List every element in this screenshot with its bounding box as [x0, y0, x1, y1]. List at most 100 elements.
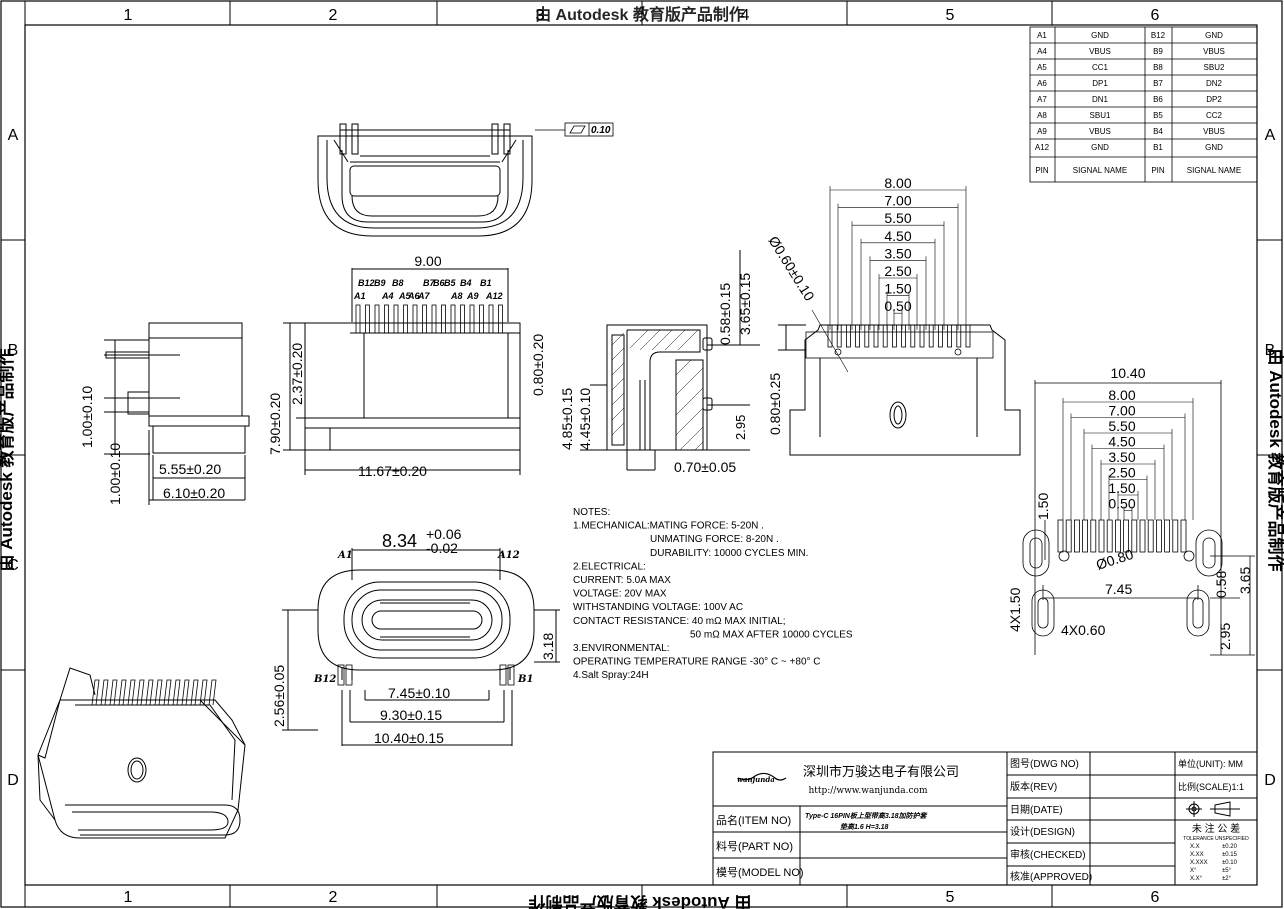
- front-label-a12: A12: [497, 550, 520, 561]
- side-view-dims: 1.00±0.10 1.00±0.10 5.55±0.20 6.10±0.20: [79, 386, 225, 505]
- fp-pad: [1098, 519, 1105, 553]
- pin-table-cell: GND: [1205, 143, 1223, 152]
- fp-hole: Ø0.80: [1094, 546, 1135, 573]
- footprint-dim-text: 8.007.005.504.503.502.501.500.50: [1108, 387, 1135, 512]
- pin-table-cell: VBUS: [1089, 127, 1111, 136]
- note-line: WITHSTANDING VOLTAGE: 100V AC: [573, 602, 743, 613]
- front-opening: 8.34: [382, 531, 417, 551]
- col-label-4: 4: [741, 7, 750, 24]
- pin-table-cell: B4: [1153, 127, 1163, 136]
- note-line: 2.ELECTRICAL:: [573, 561, 646, 572]
- col-label-3: 3: [536, 7, 545, 24]
- end-pin: [919, 324, 925, 348]
- tolerance-sub: TOLERANCE UNSPECIFIED: [1183, 836, 1249, 842]
- note-line: UNMATING FORCE: 8-20N .: [650, 534, 779, 545]
- end-peg-left: [834, 348, 842, 356]
- watermark-bottom: 由 Autodesk 教育版产品制作: [529, 893, 752, 909]
- fp-dim-value: 5.50: [1108, 418, 1135, 434]
- label-model-no: 模号(MODEL NO): [716, 866, 804, 879]
- top-pin: [441, 304, 446, 334]
- row-label-a: A: [8, 127, 19, 144]
- pin-table-cell: DN1: [1092, 95, 1109, 104]
- label-checked: 审核(CHECKED): [1010, 848, 1086, 861]
- dim-section-c: 0.58±0.15: [717, 283, 733, 345]
- view-side: [104, 322, 250, 505]
- dim-side-a: 1.00±0.10: [79, 386, 95, 448]
- end-pin: [882, 324, 888, 348]
- pin-table-cell: A7: [1037, 95, 1047, 104]
- top-pin: [412, 304, 418, 334]
- pin-label-b1: B1: [480, 278, 492, 288]
- frame-labels: 1 2 3 4 5 6 1 2 5 6 A B C D A B D: [7, 7, 1276, 906]
- dim-side-c: 5.55±0.20: [159, 461, 221, 477]
- row-label-d-right: D: [1264, 772, 1276, 789]
- tol-value: ±0.20: [1222, 844, 1238, 850]
- pin-label-b6: B6: [433, 278, 445, 288]
- footprint-labels: 10.40 1.50 Ø0.80 7.45 4X1.50 4X0.60 0.58…: [1007, 365, 1253, 650]
- front-view-pins: [337, 664, 515, 686]
- tol-key: X.X: [1190, 844, 1200, 850]
- top-view-dims: 7.90±0.20 2.37±0.20 0.80±0.20 11.67±0.20: [267, 334, 546, 479]
- pin-label-a5: A5: [398, 291, 411, 301]
- pin-table-cell: A5: [1037, 63, 1047, 72]
- end-pin: [956, 324, 962, 348]
- fp-dim-value: 0.50: [1108, 496, 1135, 512]
- front-view-labels: 8.34 +0.06 -0.02 A1 A12 B12 B1 2.56±0.05…: [271, 526, 556, 746]
- fp-dim-150: 1.50: [1035, 493, 1051, 520]
- dim-section-d: 3.65±0.15: [737, 273, 753, 335]
- iso-pin: [100, 679, 109, 706]
- pin-table-cell: GND: [1091, 31, 1109, 40]
- iso-pin: [145, 679, 154, 706]
- front-label-a1: A1: [337, 550, 353, 561]
- fp-dim-value: 4.50: [1108, 434, 1135, 450]
- top-pin: [479, 304, 484, 334]
- note-line: CONTACT RESISTANCE: 40 mΩ MAX INITIAL;: [573, 616, 786, 627]
- col-label-2: 2: [329, 7, 338, 24]
- pin-table-header: SIGNAL NAME: [1187, 166, 1241, 175]
- watermark-left: 由 Autodesk 教育版产品制作: [0, 349, 16, 572]
- tol-value: ±2°: [1222, 876, 1232, 882]
- fp-pad: [1057, 519, 1064, 553]
- pin-table-cell: DN2: [1206, 79, 1223, 88]
- pin-table-cell: B7: [1153, 79, 1163, 88]
- footprint-pads: [1057, 519, 1187, 553]
- pin-table: [1029, 26, 1258, 183]
- pin-label-b7: B7: [423, 278, 435, 288]
- end-pin: [901, 324, 906, 348]
- pin-table-cell: A9: [1037, 127, 1047, 136]
- top-pin: [469, 304, 475, 334]
- top-view-labels: 9.00 B12 B9 B8 B7 B6 B5 B4 B1 A1 A4 A5 A…: [353, 253, 503, 301]
- front-depth: 3.18: [540, 633, 556, 660]
- iso-pin: [172, 679, 181, 706]
- fp-pad: [1090, 519, 1097, 553]
- end-view-dim-lines: [829, 186, 967, 330]
- end-dim-value: 4.50: [884, 228, 911, 244]
- fp-dim-058: 0.58: [1213, 571, 1229, 598]
- note-line: CURRENT: 5.0A MAX: [573, 575, 671, 586]
- pin-label-b9: B9: [374, 278, 386, 288]
- fp-dim-value: 2.50: [1108, 465, 1135, 481]
- view-end: [778, 324, 1021, 456]
- isometric-pins: [91, 679, 217, 706]
- top-pin: [403, 304, 408, 334]
- end-view-pins: [827, 324, 971, 356]
- end-pin: [910, 324, 916, 348]
- top-width-dim: 9.00: [414, 253, 441, 269]
- tol-key: X.XXX: [1190, 860, 1208, 866]
- col-label-1-bottom: 1: [124, 889, 133, 906]
- flatness-callout: [535, 122, 614, 137]
- pin-table-cell: SBU2: [1204, 63, 1225, 72]
- end-pin: [947, 324, 952, 348]
- dim-top-right: 0.80±0.20: [530, 334, 546, 396]
- pin-table-cell: GND: [1205, 31, 1223, 40]
- pin-table-cell: B6: [1153, 95, 1163, 104]
- note-line: 4.Salt Spray:24H: [573, 670, 649, 681]
- tol-value: ±5°: [1222, 868, 1232, 874]
- pin-label-a4: A4: [381, 291, 394, 301]
- notes-block: NOTES:1.MECHANICAL:MATING FORCE: 5-20N .…: [573, 507, 853, 681]
- end-pin: [864, 324, 870, 348]
- fp-pad: [1172, 519, 1179, 553]
- fp-dim-value: 7.00: [1108, 403, 1135, 419]
- label-approved: 核准(APPROVED): [1010, 870, 1092, 883]
